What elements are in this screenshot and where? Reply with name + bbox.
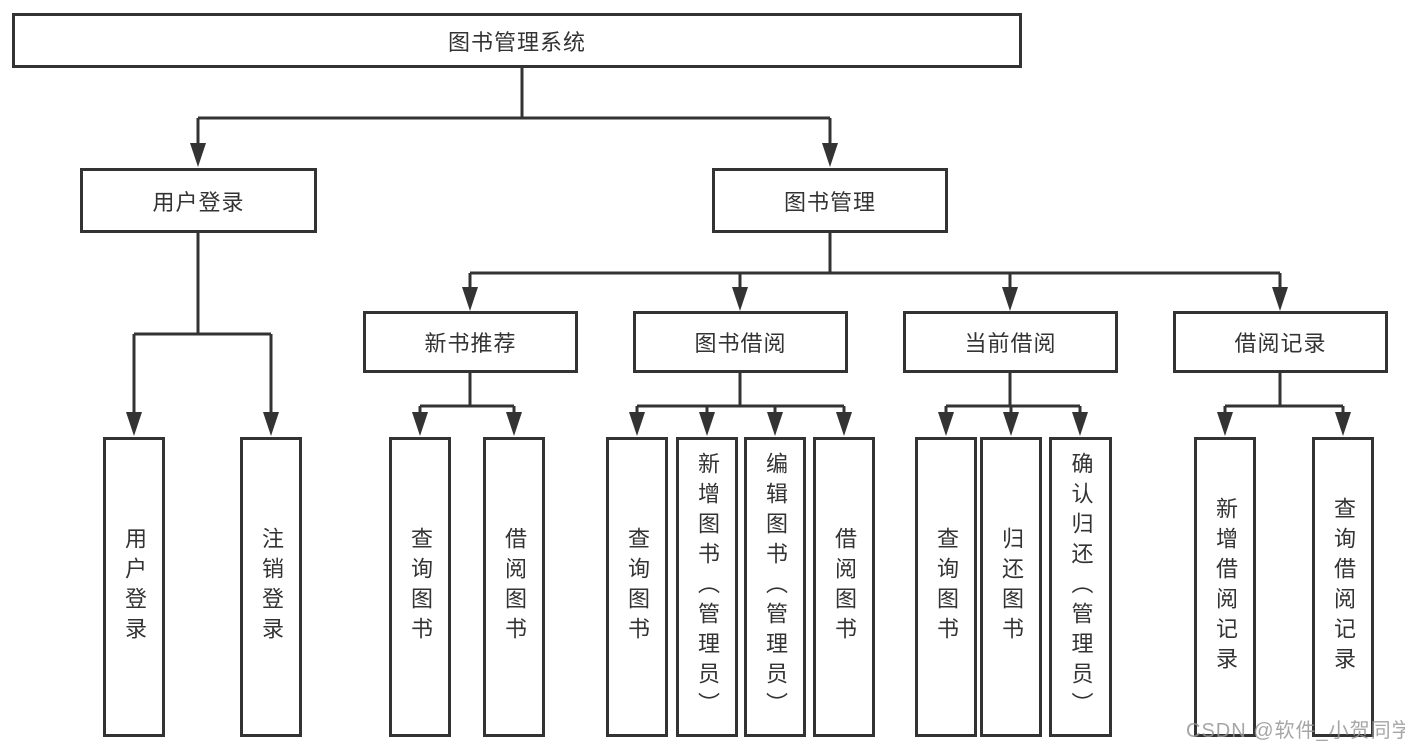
node-current-borrow: 当前借阅: [903, 311, 1118, 373]
node-leaf-query-books-recommend: 查询图书: [389, 437, 451, 737]
node-root-label: 图书管理系统: [447, 29, 586, 55]
node-book-borrow-label: 图书借阅: [694, 331, 787, 356]
node-user-login-label: 用户登录: [152, 189, 245, 215]
leaf-label: 新增图书（管理员）: [695, 452, 720, 722]
node-book-management-label: 图书管理: [783, 189, 876, 215]
node-leaf-user-login: 用户登录: [103, 437, 165, 737]
leaf-label: 归还图书: [999, 527, 1024, 647]
node-leaf-return-books: 归还图书: [980, 437, 1042, 737]
csdn-watermark: CSDN @软件_小贺同学: [1186, 720, 1405, 742]
node-borrow-records: 借阅记录: [1173, 311, 1388, 373]
node-new-book-recommend-label: 新书推荐: [424, 331, 517, 356]
node-book-borrow: 图书借阅: [633, 311, 848, 373]
node-leaf-query-books-borrow: 查询图书: [606, 437, 668, 737]
leaf-label: 查询图书: [408, 527, 433, 647]
node-leaf-query-books-current: 查询图书: [915, 437, 977, 737]
node-leaf-borrow-books-recommend: 借阅图书: [483, 437, 545, 737]
leaf-label: 新增借阅记录: [1213, 497, 1238, 677]
leaf-label: 借阅图书: [502, 527, 527, 647]
node-leaf-confirm-return-admin: 确认归还（管理员）: [1049, 437, 1112, 737]
node-new-book-recommend: 新书推荐: [363, 311, 578, 373]
node-leaf-borrow-books-borrow: 借阅图书: [813, 437, 875, 737]
node-book-management: 图书管理: [712, 168, 948, 233]
leaf-label: 查询借阅记录: [1331, 497, 1356, 677]
leaf-label: 注销登录: [259, 527, 284, 647]
node-leaf-edit-books-admin: 编辑图书（管理员）: [744, 437, 806, 737]
node-leaf-logout: 注销登录: [240, 437, 302, 737]
leaf-label: 查询图书: [934, 527, 959, 647]
leaf-label: 查询图书: [625, 527, 650, 647]
leaf-label: 确认归还（管理员）: [1068, 452, 1094, 722]
node-root: 图书管理系统: [12, 13, 1022, 68]
node-leaf-add-books-admin: 新增图书（管理员）: [676, 437, 738, 737]
node-leaf-query-borrow-record: 查询借阅记录: [1312, 437, 1374, 737]
node-borrow-records-label: 借阅记录: [1234, 331, 1327, 356]
leaf-label: 借阅图书: [832, 527, 857, 647]
leaf-label: 用户登录: [122, 527, 147, 647]
node-user-login: 用户登录: [80, 168, 317, 233]
node-current-borrow-label: 当前借阅: [964, 331, 1057, 356]
leaf-label: 编辑图书（管理员）: [763, 452, 788, 722]
node-leaf-add-borrow-record: 新增借阅记录: [1194, 437, 1256, 737]
